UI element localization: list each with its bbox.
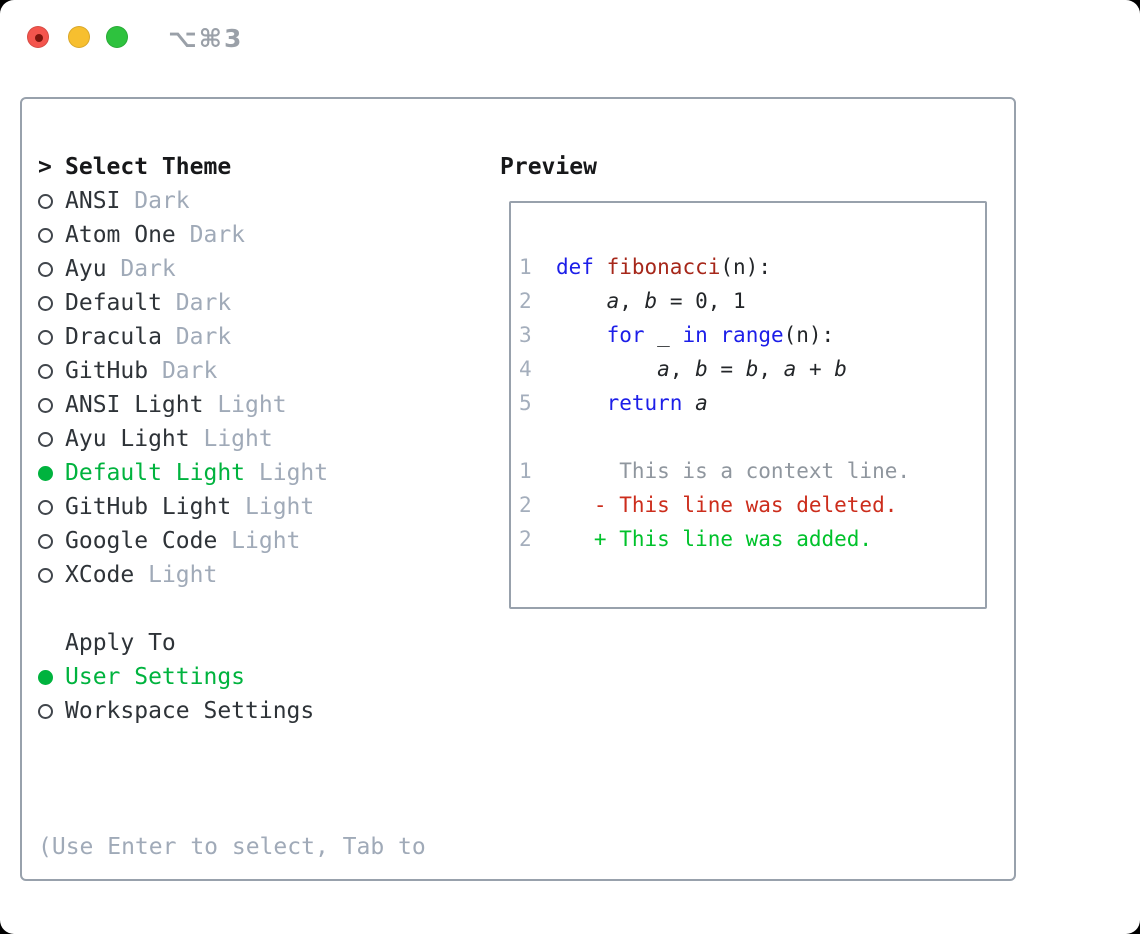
theme-name: ANSI [65,188,135,214]
theme-option-default-dark[interactable]: Default Dark [38,286,478,320]
apply-option-workspace-settings[interactable]: Workspace Settings [38,694,478,728]
spacer [38,728,478,762]
radio-icon [38,329,65,345]
titlebar: ⌥⌘3 [0,0,1140,74]
preview-line: 1 This is a context line. [519,459,911,483]
select-theme-title: Select Theme [65,154,232,180]
radio-icon [38,669,65,685]
theme-name: Dracula [65,324,176,350]
theme-variant: Dark [189,222,246,248]
theme-variant: Dark [134,188,190,214]
radio-icon [38,499,65,515]
apply-to-title: Apply To [65,630,176,656]
radio-icon [38,363,65,379]
theme-name: Ayu [65,256,121,282]
theme-variant: Dark [120,256,176,282]
theme-name: Default [65,290,176,316]
theme-option-atom-one-dark[interactable]: Atom One Dark [38,218,478,252]
theme-name: ANSI Light [65,392,218,418]
radio-icon [38,431,65,447]
preview-line: 2 - This line was deleted. [519,493,898,517]
preview-line [511,420,985,454]
radio-icon [38,295,65,311]
preview-line: 3 for _ in range(n): [519,323,835,347]
theme-variant: Light [231,528,301,554]
theme-variant: Dark [161,358,218,384]
theme-name: Ayu Light [65,426,204,452]
spacer [38,592,478,626]
apply-option-user-settings[interactable]: User Settings [38,660,478,694]
apply-option-label: User Settings [65,664,246,690]
prompt-caret-icon: > [38,154,52,180]
preview-line: 2 + This line was added. [519,527,873,551]
theme-option-github-dark[interactable]: GitHub Dark [38,354,478,388]
radio-icon [38,193,65,209]
radio-icon [38,465,65,481]
window-title: ⌥⌘3 [168,24,244,53]
theme-option-github-light-light[interactable]: GitHub Light Light [38,490,478,524]
theme-option-xcode-light[interactable]: XCode Light [38,558,478,592]
theme-name: GitHub Light [65,494,246,520]
radio-icon [38,261,65,277]
theme-option-ansi-light-light[interactable]: ANSI Light Light [38,388,478,422]
theme-variant: Light [148,562,218,588]
close-button[interactable] [27,26,49,48]
theme-name: Default Light [65,460,259,486]
theme-name: XCode [65,562,149,588]
theme-name: Atom One [65,222,190,248]
theme-variant: Dark [175,324,232,350]
preview-line: 2 a, b = 0, 1 [519,289,746,313]
radio-icon [38,533,65,549]
radio-icon [38,227,65,243]
theme-option-ayu-dark[interactable]: Ayu Dark [38,252,478,286]
radio-icon [38,703,65,719]
theme-option-ayu-light-light[interactable]: Ayu Light Light [38,422,478,456]
theme-option-default-light-light[interactable]: Default Light Light [38,456,478,490]
preview-title: Preview [500,154,597,180]
theme-variant: Light [217,392,287,418]
hint-text: (Use Enter to select, Tab to change focu… [38,762,478,934]
theme-name: GitHub [65,358,162,384]
theme-name: Google Code [65,528,232,554]
theme-option-dracula-dark[interactable]: Dracula Dark [38,320,478,354]
apply-option-label: Workspace Settings [65,698,315,724]
hint-line-1: (Use Enter to select, Tab to [38,834,426,860]
theme-option-ansi-dark[interactable]: ANSI Dark [38,184,478,218]
maximize-button[interactable] [106,26,128,48]
radio-icon [38,567,65,583]
minimize-button[interactable] [68,26,90,48]
apply-to-header: Apply To [38,626,478,660]
preview-line: 5 return a [519,391,708,415]
theme-option-google-code-light[interactable]: Google Code Light [38,524,478,558]
close-dot-icon [35,34,43,42]
theme-variant: Light [203,426,273,452]
select-theme-header: > Select Theme [38,150,478,184]
radio-icon [38,397,65,413]
theme-variant: Light [258,460,329,486]
theme-variant: Dark [175,290,232,316]
preview-line: 4 a, b = b, a + b [519,357,847,381]
theme-variant: Light [245,494,315,520]
